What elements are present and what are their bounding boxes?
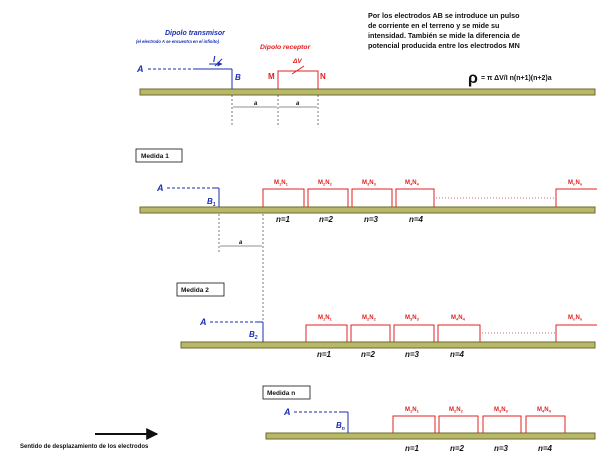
measurement-1-n4: n=4 [409, 215, 424, 224]
description-line-2: de corriente en el terreno y se mide su [368, 21, 499, 30]
receiver-meter-mark [291, 65, 305, 75]
measurement-2-electrode-pair-1 [305, 324, 348, 342]
label-n-top: N [320, 72, 326, 81]
measurement-2-pair-2-label: M2N2 [362, 315, 377, 322]
measurement-1-pair-2-label: M2N2 [318, 180, 333, 187]
measurement-2-n4: n=4 [450, 350, 465, 359]
label-a-top: A [136, 64, 144, 74]
transmitter-title: Dipolo transmisor [165, 30, 226, 37]
measurement-1-title: Medida 1 [141, 153, 169, 160]
measurement-n-pair-1-label: M1N1 [405, 407, 420, 414]
measurement-n-electrode-pair-3 [482, 415, 522, 433]
measurement-2-electrode-pair-2 [350, 324, 391, 342]
measurement-2-pair-3-label: M3N3 [405, 315, 420, 322]
ground-n [265, 432, 596, 440]
label-delta-v: ΔV [292, 58, 302, 65]
rho-symbol: ρ [468, 70, 478, 87]
receiver-title: Dipolo receptor [260, 44, 311, 51]
label-m-top: M [268, 72, 275, 81]
ground-2 [180, 341, 596, 349]
ground-1 [139, 206, 596, 214]
label-i: I [213, 55, 216, 64]
measurement-n-title-box [262, 385, 311, 400]
measurement-2-n3: n=3 [405, 350, 420, 359]
measurement-n-title: Medida n [267, 390, 295, 397]
measurement-n-label-b: Bn [336, 421, 345, 432]
measurement-2-title: Medida 2 [181, 287, 209, 294]
measurement-1: Medida 1 A B1 M1N1 M2N2 M3N3 M4N4 MnNn n… [135, 148, 597, 325]
dim-label-a-2: a [296, 101, 300, 107]
transmitter-source-mark [214, 58, 223, 67]
measurement-n-pair-2-label: M2N2 [449, 407, 464, 414]
top-setup: Dipolo transmisor (el electrodo A se enc… [136, 30, 596, 125]
direction-indicator: Sentido de desplazamiento de los electro… [20, 428, 159, 450]
measurement-n-n4: n=4 [538, 444, 553, 453]
measurement-1-n3: n=3 [364, 215, 379, 224]
measurement-1-label-a: A [156, 183, 164, 193]
measurement-1-label-b: B1 [207, 197, 216, 208]
measurement-2-electrode-pair-3 [393, 324, 435, 342]
measurement-1-pair-4-label: M4N4 [405, 180, 420, 187]
measurement-1-electrode-pair-1 [262, 188, 305, 207]
measurement-n-label-a: A [283, 407, 291, 417]
dim-label-a-1: a [254, 101, 258, 107]
description-line-4: potencial producida entre los electrodos… [368, 41, 520, 50]
measurement-1-n1: n=1 [276, 215, 291, 224]
receiver-electrodes [277, 70, 319, 89]
measurement-1-pair-1-label: M1N1 [274, 180, 289, 187]
description-line-1: Por los electrodos AB se introduce un pu… [368, 11, 520, 20]
measurement-2-label-b: B2 [249, 330, 258, 341]
ground-top [139, 88, 596, 96]
measurement-2-pair-1-label: M1N1 [318, 315, 333, 322]
measurement-1-title-box [135, 148, 183, 163]
measurement-1-electrode-pair-3 [351, 188, 393, 207]
measurement-2-n2: n=2 [361, 350, 376, 359]
measurement-2-pair-last-label: MnNn [568, 315, 583, 322]
measurement-2-title-box [176, 282, 225, 297]
measurement-1-pair-last-label: MnNn [568, 180, 583, 187]
resistivity-formula: ρ = π ΔV/I n(n+1)(n+2)a [468, 70, 552, 87]
formula-text: = π ΔV/I n(n+1)(n+2)a [481, 75, 552, 82]
measurement-n: Medida n A Bn M1N1 M2N2 M3N3 M4N4 n=1 n=… [262, 385, 596, 453]
direction-label: Sentido de desplazamiento de los electro… [20, 444, 149, 450]
measurement-1-electrode-pair-4 [395, 188, 435, 207]
measurement-2-pair-4-label: M4N4 [451, 315, 466, 322]
measurement-2: Medida 2 A B2 M1N1 M2N2 M3N3 M4N4 MnNn n… [176, 282, 597, 359]
measurement-n-n3: n=3 [494, 444, 509, 453]
measurement-n-electrode-pair-1 [392, 415, 436, 433]
description-line-3: intensidad. También se mide la diferenci… [368, 31, 520, 40]
measurement-2-electrode-pair-last [555, 324, 597, 342]
measurement-2-label-a: A [199, 317, 207, 327]
measurement-1-electrode-pair-2 [307, 188, 349, 207]
measurement-2-electrode-pair-4 [437, 324, 481, 342]
label-b-top: B [235, 73, 241, 82]
measurement-1-n2: n=2 [319, 215, 334, 224]
measurement-n-electrode-pair-4 [525, 415, 566, 433]
measurement-1-pair-3-label: M3N3 [362, 180, 377, 187]
measurement-n-pair-4-label: M4N4 [537, 407, 552, 414]
description-block: Por los electrodos AB se introduce un pu… [368, 11, 520, 50]
transmitter-note: (el electrodo A se encuentra en el infin… [136, 39, 220, 44]
measurement-2-n1: n=1 [317, 350, 332, 359]
measurement-n-n1: n=1 [405, 444, 420, 453]
measurement-n-pair-3-label: M3N3 [494, 407, 509, 414]
measurement-n-n2: n=2 [450, 444, 465, 453]
measurement-1-electrode-pair-last [555, 188, 597, 207]
measurement-n-electrode-pair-2 [438, 415, 479, 433]
shift-label-a: a [239, 240, 243, 246]
